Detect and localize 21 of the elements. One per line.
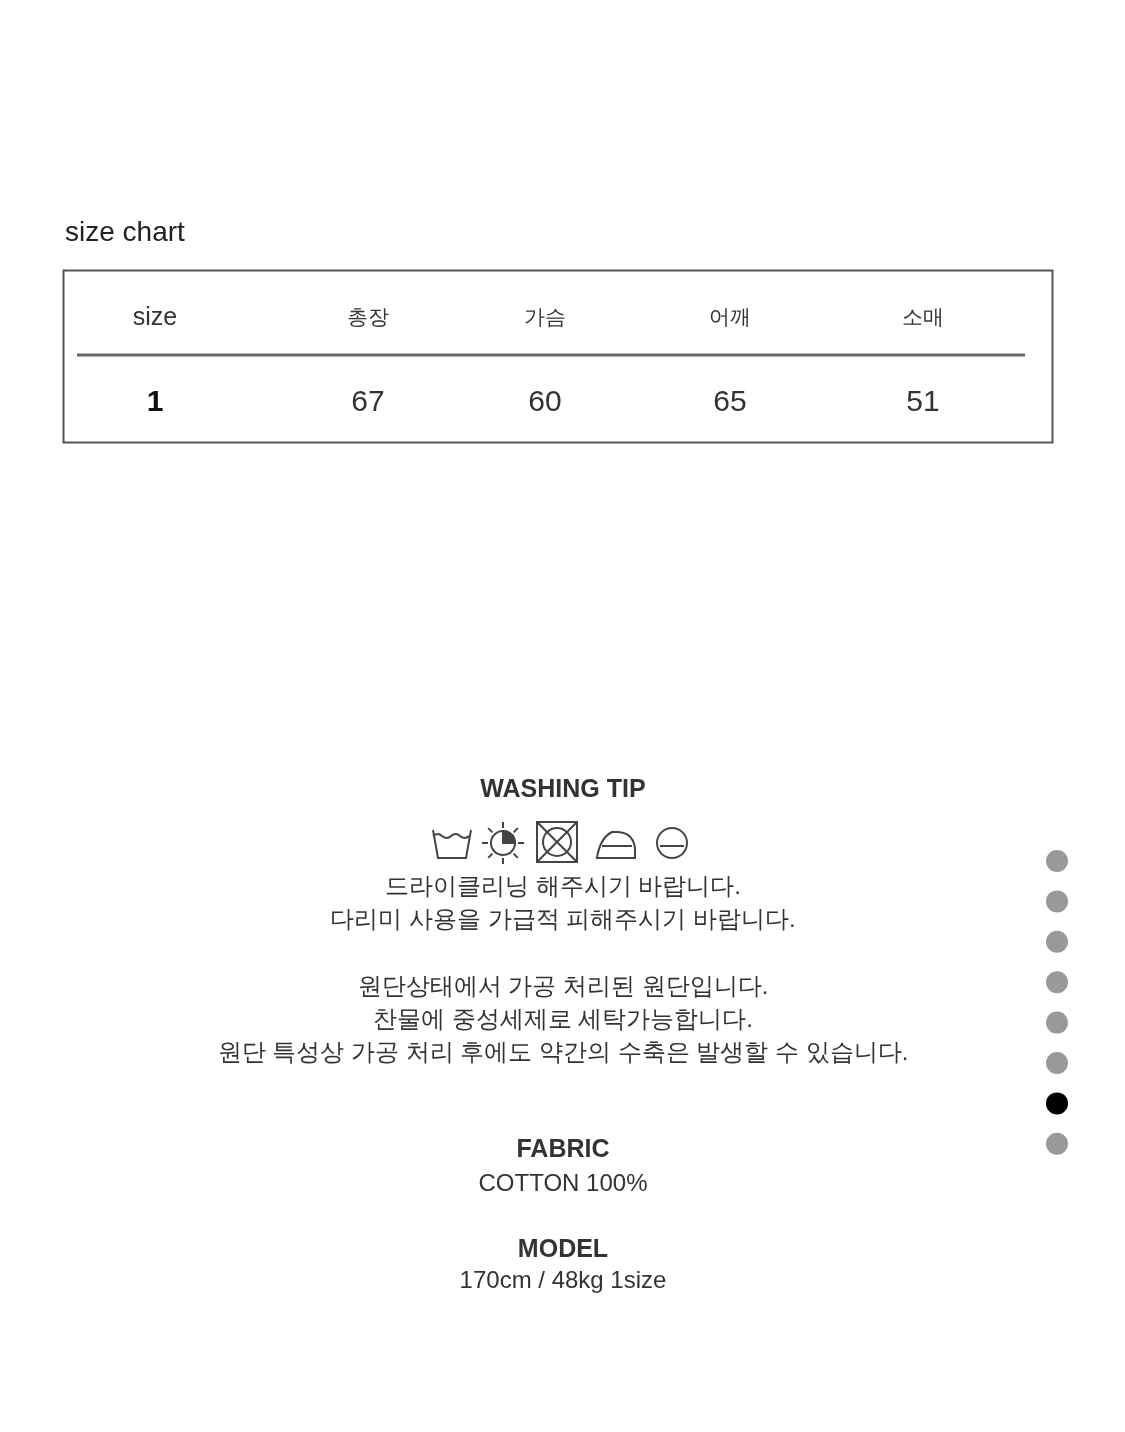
section-heading: WASHING TIP (480, 775, 646, 801)
table-cell: 60 (528, 386, 562, 416)
column-header: 총장 (347, 305, 389, 327)
section-heading: FABRIC (516, 1135, 610, 1161)
chart-title: size chart (65, 218, 185, 246)
care-note: 드라이클리닝 해주시기 바랍니다. (385, 874, 741, 898)
fabric-value: COTTON 100% (478, 1171, 648, 1195)
table-cell: 1 (146, 386, 164, 416)
column-header: size (132, 303, 178, 329)
column-header: 가슴 (524, 305, 566, 327)
care-note: 다리미 사용을 가급적 피해주시기 바랍니다. (330, 907, 796, 931)
table-cell: 67 (351, 386, 385, 416)
model-info: 170cm / 48kg 1size (459, 1268, 667, 1292)
table-cell: 65 (713, 386, 747, 416)
care-note: 원단 특성상 가공 처리 후에도 약간의 수축은 발생할 수 있습니다. (217, 1040, 909, 1064)
table-cell: 51 (906, 386, 940, 416)
section-heading: MODEL (517, 1235, 609, 1261)
column-header: 어깨 (709, 305, 751, 327)
column-header: 소매 (902, 305, 944, 327)
care-note: 찬물에 중성세제로 세탁가능합니다. (373, 1007, 753, 1031)
care-note: 원단상태에서 가공 처리된 원단입니다. (357, 974, 769, 998)
